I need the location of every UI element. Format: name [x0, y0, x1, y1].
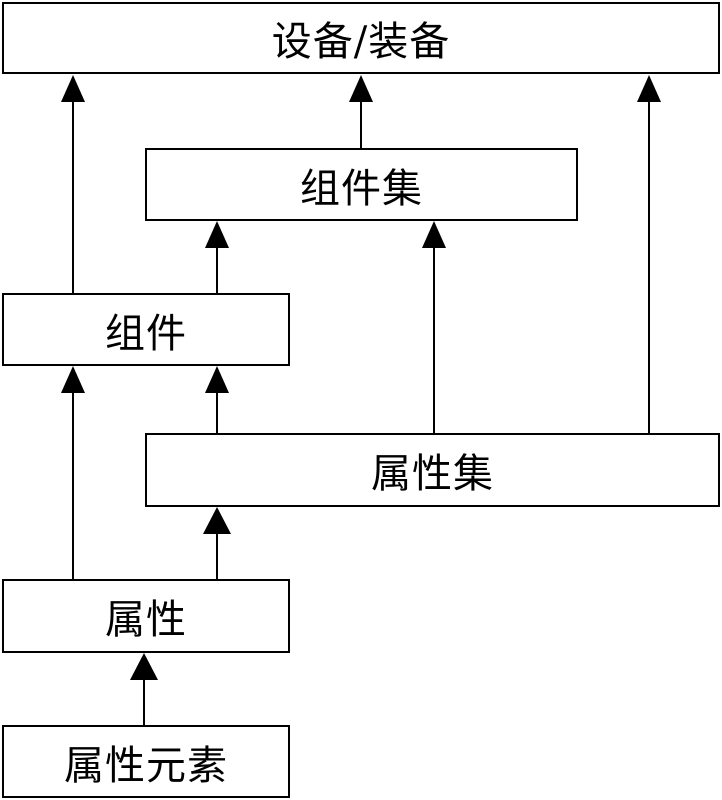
node-label: 设备/装备 — [271, 19, 451, 65]
node-attribute-set: 属性集 — [145, 433, 720, 507]
node-label: 属性元素 — [64, 742, 228, 789]
edge-component-set-to-equipment — [349, 75, 373, 148]
edge-component-to-component-set — [205, 221, 229, 293]
node-equipment: 设备/装备 — [2, 2, 720, 74]
node-label: 属性 — [105, 597, 187, 643]
edge-component-to-equipment — [61, 75, 85, 293]
node-attribute-element: 属性元素 — [2, 725, 290, 798]
node-label: 属性集 — [371, 451, 494, 497]
node-component: 组件 — [2, 293, 290, 366]
edge-attribute-to-attribute-set — [203, 507, 231, 579]
edge-attribute-set-to-equipment — [637, 75, 661, 433]
node-label: 组件 — [105, 310, 187, 357]
node-label: 组件集 — [300, 165, 423, 212]
edge-attribute-set-to-component-set — [422, 221, 446, 433]
node-attribute: 属性 — [2, 579, 290, 653]
edge-attribute-element-to-attribute — [130, 653, 158, 725]
edge-attribute-set-to-component — [205, 366, 229, 433]
node-component-set: 组件集 — [145, 148, 578, 221]
edge-attribute-to-component — [61, 366, 85, 579]
